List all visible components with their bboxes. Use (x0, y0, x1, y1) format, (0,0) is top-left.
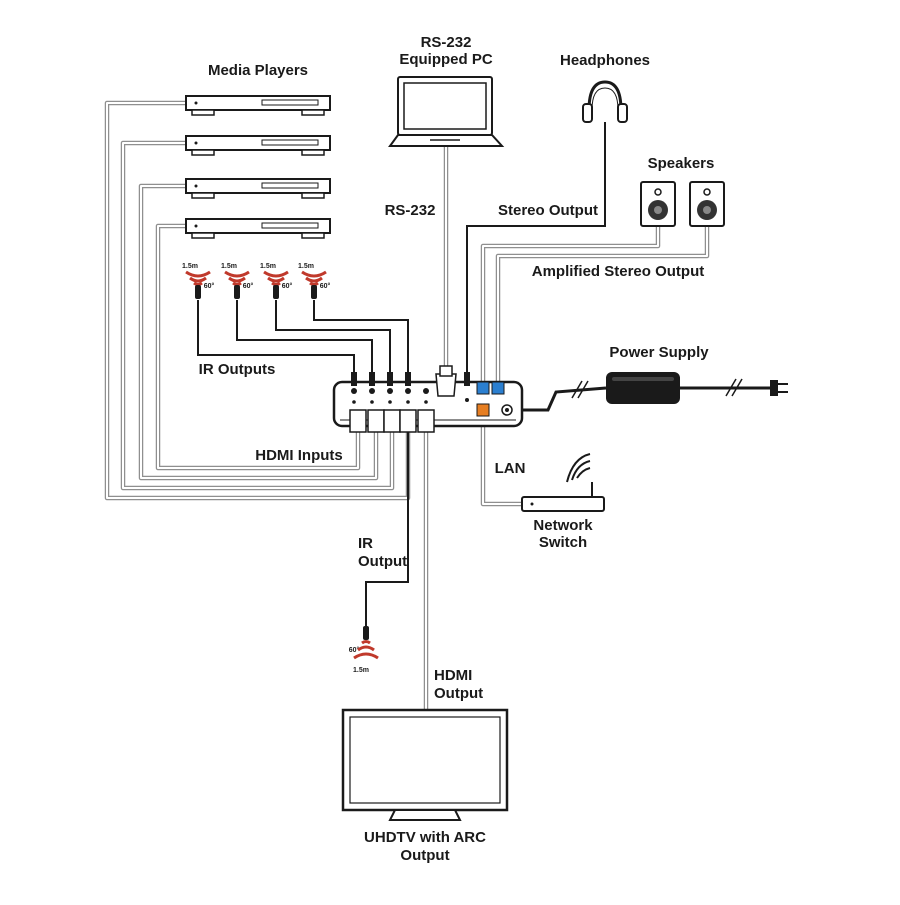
ir-emitter-output: 60° 1.5m (349, 626, 379, 674)
laptop-icon (388, 76, 505, 147)
hdmi-input-cables (104, 100, 411, 501)
ir-emitter-head-icon (234, 285, 240, 299)
label-stereo-output: Stereo Output (498, 202, 598, 219)
speaker-right-icon (689, 181, 725, 227)
ir-emitter-4: 1.5m 60° (298, 263, 330, 299)
label-speakers: Speakers (648, 155, 715, 172)
label-power-supply: Power Supply (609, 344, 709, 361)
ir-emitter-head-icon (363, 626, 369, 640)
stereo-output-cable (466, 140, 606, 382)
ir-emitter-angle: 60° (320, 282, 331, 290)
label-network-switch-line1: Network (533, 517, 593, 534)
hdmi-ports (349, 409, 435, 433)
amplified-stereo-cables (480, 226, 710, 382)
ir-emitter-head-icon (195, 285, 201, 299)
ir-arc-icon (224, 270, 250, 278)
amp-output-right-port (491, 381, 505, 395)
ir-arc-icon (263, 270, 289, 278)
label-uhdtv-line1: UHDTV with ARC (364, 829, 486, 846)
ir-emitter-1: 1.5m 60° (182, 263, 214, 299)
label-network-switch-line2: Switch (539, 534, 587, 551)
media-player-4 (185, 218, 331, 239)
ir-emitter-head-icon (311, 285, 317, 299)
ir-emitter-distance: 1.5m (298, 263, 314, 270)
ir-emitter-angle: 60° (282, 282, 293, 290)
av-switcher-device (332, 365, 524, 433)
media-player-3 (185, 178, 331, 199)
power-cable (516, 378, 770, 412)
label-ir-output-line1: IR (358, 535, 373, 552)
label-hdmi-output-line2: Output (434, 685, 483, 702)
rs232-port (435, 365, 457, 397)
network-switch-icon (521, 453, 605, 512)
ir-emitter-3: 1.5m 60° (260, 263, 292, 299)
label-rs232: RS-232 (385, 202, 436, 219)
speaker-left-icon (640, 181, 676, 227)
ir-arc-icon (301, 270, 327, 278)
label-media-players: Media Players (208, 62, 308, 79)
ir-emitter-angle: 60° (204, 282, 215, 290)
ir-arc-icon (361, 640, 371, 645)
ir-emitter-angle: 60° (349, 646, 360, 654)
headphones-icon (582, 80, 628, 140)
ir-output-ports (351, 388, 429, 404)
label-rs232-pc-line1: RS-232 (421, 34, 472, 51)
label-hdmi-inputs: HDMI Inputs (255, 447, 343, 464)
ir-emitter-angle: 60° (243, 282, 254, 290)
ir-emitter-distance: 1.5m (221, 263, 237, 270)
label-headphones: Headphones (560, 52, 650, 69)
media-players (185, 95, 331, 239)
lan-port (476, 403, 490, 417)
label-rs232-pc-line2: Equipped PC (399, 51, 493, 68)
media-player-1 (185, 95, 331, 116)
ir-emitter-distance: 1.5m (260, 263, 276, 270)
ir-emitter-distance: 1.5m (353, 667, 369, 674)
ir-emitter-head-icon (273, 285, 279, 299)
amp-output-left-port (476, 381, 490, 395)
label-ir-output-line2: Output (358, 553, 407, 570)
lan-cable (480, 426, 522, 507)
ir-emitter-distance: 1.5m (182, 263, 198, 270)
wifi-icon (576, 467, 591, 479)
ir-emitter-2: 1.5m 60° (221, 263, 253, 299)
label-uhdtv-line2: Output (400, 847, 449, 864)
ir-output-wires (197, 300, 409, 380)
ir-arc-icon (185, 270, 211, 278)
label-hdmi-output-line1: HDMI (434, 667, 472, 684)
uhdtv-icon (341, 708, 509, 821)
label-amplified-stereo-output: Amplified Stereo Output (532, 263, 705, 280)
media-player-2 (185, 135, 331, 156)
label-lan: LAN (495, 460, 526, 477)
label-ir-outputs: IR Outputs (199, 361, 276, 378)
power-supply-icon (606, 372, 788, 404)
ir-output-single-wire (365, 432, 409, 626)
